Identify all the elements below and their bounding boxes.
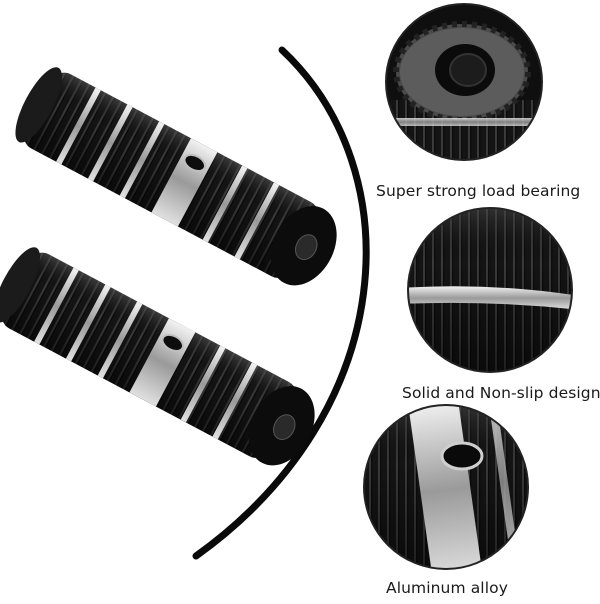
foot-peg-lower	[0, 247, 315, 466]
divider-arc	[192, 46, 370, 560]
detail-end-cap	[385, 3, 543, 161]
detail-grooves	[407, 207, 573, 373]
caption-non-slip: Solid and Non-slip design	[402, 384, 600, 402]
foot-peg-upper	[15, 67, 337, 286]
caption-material: Aluminum alloy	[386, 579, 508, 597]
detail-side-hole	[363, 404, 529, 570]
caption-load-bearing: Super strong load bearing	[376, 182, 581, 200]
